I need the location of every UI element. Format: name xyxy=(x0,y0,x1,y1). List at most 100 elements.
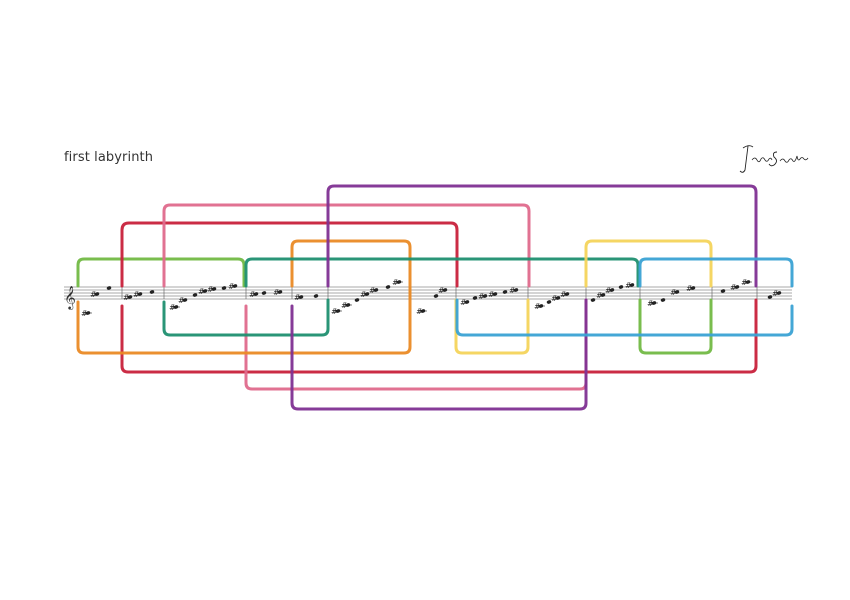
note-head xyxy=(385,285,391,289)
note-head xyxy=(690,286,696,290)
staff: 𝄞 xyxy=(64,285,792,310)
note-head xyxy=(442,288,448,292)
note-head xyxy=(106,286,112,290)
note-head xyxy=(277,290,283,294)
note xyxy=(720,289,726,293)
treble-clef: 𝄞 xyxy=(64,285,76,310)
note: # xyxy=(341,301,352,310)
note-head xyxy=(564,292,570,296)
note xyxy=(472,296,478,300)
note: # xyxy=(392,278,403,287)
sharp-sign: # xyxy=(178,296,185,305)
note xyxy=(385,285,391,289)
sharp-sign: # xyxy=(392,278,399,287)
blue-path xyxy=(455,257,794,337)
green-path xyxy=(76,257,246,288)
sharp-sign: # xyxy=(670,288,677,297)
note xyxy=(354,298,360,302)
note xyxy=(590,298,596,302)
sharp-sign: # xyxy=(460,298,467,307)
note: # xyxy=(509,286,519,295)
note: # xyxy=(169,303,180,312)
note-head xyxy=(94,292,100,296)
red-path xyxy=(120,221,758,374)
note-head xyxy=(555,296,561,300)
note-head xyxy=(674,290,680,294)
sharp-sign: # xyxy=(294,293,301,302)
note: # xyxy=(207,285,217,294)
note-head xyxy=(482,294,488,298)
note: # xyxy=(81,309,92,318)
note: # xyxy=(625,281,635,290)
note-head xyxy=(472,296,478,300)
note: # xyxy=(488,290,498,299)
note xyxy=(221,286,227,290)
purple-path xyxy=(290,184,758,411)
note: # xyxy=(534,302,545,311)
note xyxy=(502,290,508,294)
sharp-sign: # xyxy=(560,290,567,299)
note-head xyxy=(464,300,470,304)
sharp-sign: # xyxy=(730,283,737,292)
note: # xyxy=(133,290,143,299)
sharp-sign: # xyxy=(605,286,612,295)
note: # xyxy=(772,289,782,298)
note: # xyxy=(647,299,658,308)
note-head xyxy=(354,298,360,302)
note-head xyxy=(127,295,133,299)
sharp-sign: # xyxy=(509,286,516,295)
note-head xyxy=(221,286,227,290)
sharp-sign: # xyxy=(551,294,558,303)
note xyxy=(313,294,319,298)
orange-path xyxy=(76,239,412,355)
sharp-sign: # xyxy=(686,284,693,293)
note-head xyxy=(590,298,596,302)
note: # xyxy=(670,288,680,297)
green-path xyxy=(638,298,713,355)
note: # xyxy=(273,288,283,297)
labyrinth-paths xyxy=(76,184,794,411)
note xyxy=(149,290,155,294)
note: # xyxy=(741,278,752,287)
note-head xyxy=(776,291,782,295)
note: # xyxy=(228,282,238,291)
note: # xyxy=(198,287,208,296)
sharp-sign: # xyxy=(123,293,130,302)
pink-path xyxy=(162,203,588,391)
note-head xyxy=(734,285,740,289)
sharp-sign: # xyxy=(249,290,256,299)
teal-path xyxy=(162,257,640,337)
note: # xyxy=(438,286,448,295)
note: # xyxy=(369,286,379,295)
note: # xyxy=(123,293,133,302)
note-head xyxy=(767,295,773,299)
note-head xyxy=(660,298,666,302)
note: # xyxy=(560,290,570,299)
sharp-sign: # xyxy=(198,287,205,296)
sharp-sign: # xyxy=(133,290,140,299)
sharp-sign: # xyxy=(416,307,423,316)
sharp-sign: # xyxy=(534,302,541,311)
sharp-sign: # xyxy=(228,282,235,291)
note-head xyxy=(202,289,208,293)
note: # xyxy=(551,294,561,303)
note-head xyxy=(492,292,498,296)
note xyxy=(106,286,112,290)
note: # xyxy=(178,296,188,305)
sharp-sign: # xyxy=(81,309,88,318)
note: # xyxy=(478,292,488,301)
piece-title: first labyrinth xyxy=(64,150,154,165)
sharp-sign: # xyxy=(369,286,376,295)
note-head xyxy=(600,293,606,297)
note xyxy=(546,300,552,304)
sharp-sign: # xyxy=(207,285,214,294)
note-head xyxy=(629,283,635,287)
sharp-sign: # xyxy=(341,301,348,310)
note-head xyxy=(364,292,370,296)
sharp-sign: # xyxy=(478,292,485,301)
sharp-sign: # xyxy=(596,291,603,300)
note: # xyxy=(596,291,606,300)
note xyxy=(433,294,439,298)
note: # xyxy=(249,290,259,299)
